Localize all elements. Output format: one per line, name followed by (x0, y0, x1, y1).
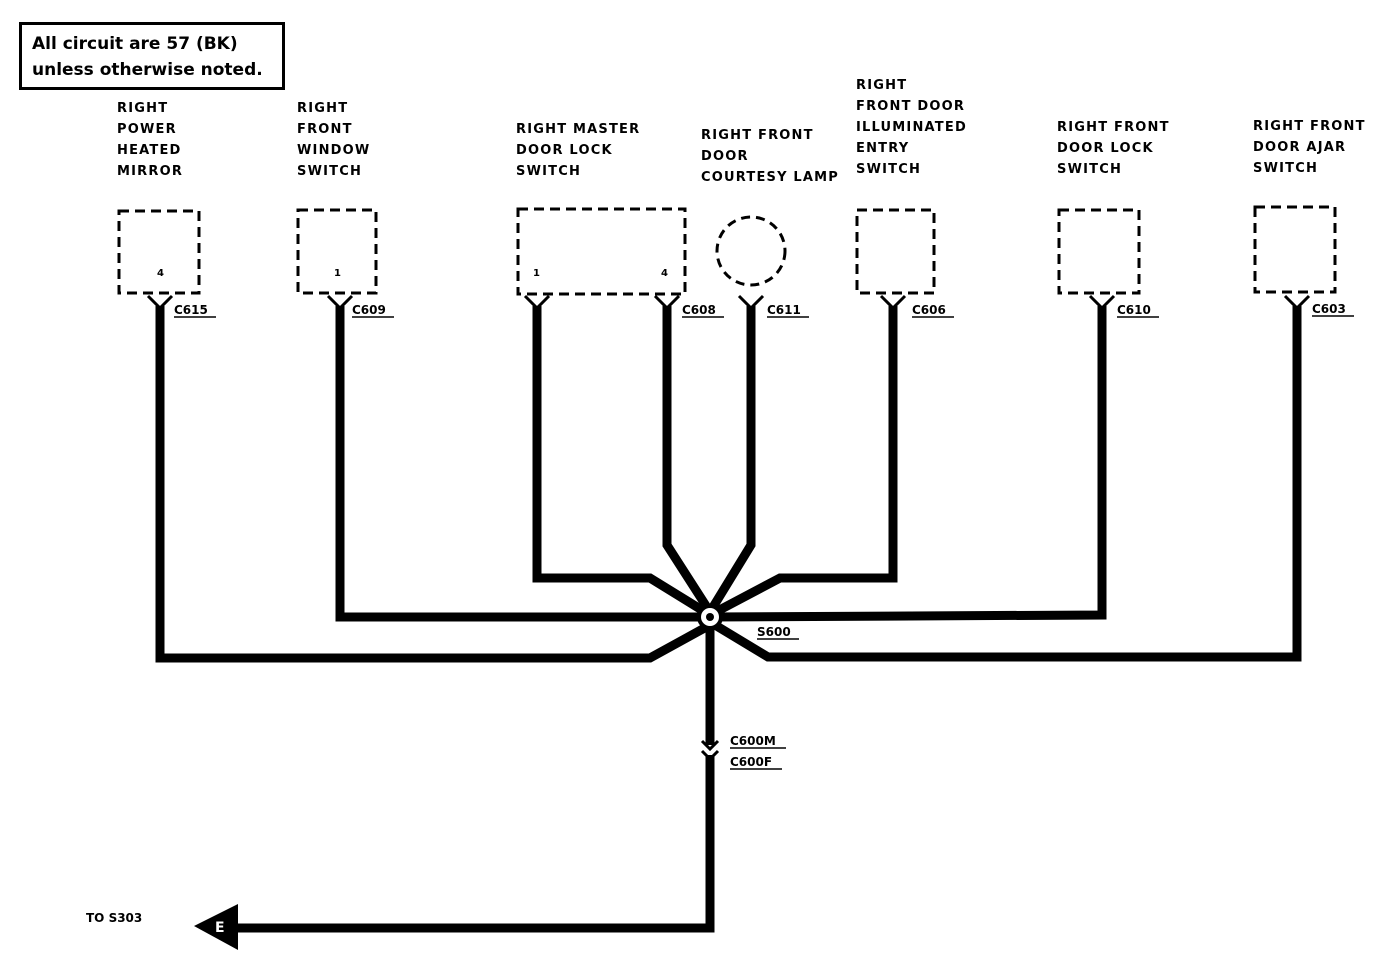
note-line-1: All circuit are 57 (BK) (32, 34, 238, 54)
connector-label-c606: C606 (912, 303, 946, 317)
wire-c609 (335, 306, 710, 622)
circuit-note-box: All circuit are 57 (BK) unless otherwise… (19, 22, 285, 90)
connector-label-c610: C610 (1117, 303, 1151, 317)
ground-arrow-icon (194, 904, 238, 950)
inline-connector-label-female: C600F (730, 755, 772, 769)
connector-c610-symbol (1088, 294, 1116, 311)
courtesy-lamp-icon (715, 215, 787, 287)
wire-c603 (707, 306, 1302, 662)
connector-label-c615: C615 (174, 303, 208, 317)
wire-c608-pin4 (662, 306, 714, 615)
connector-c609-symbol (326, 294, 354, 311)
wire-c611 (706, 306, 756, 615)
connector-c603-symbol (1283, 294, 1311, 311)
label-right-front-door-ajar-switch: RIGHT FRONT DOOR AJAR SWITCH (1253, 119, 1366, 176)
connector-c615-symbol (146, 294, 174, 311)
label-right-front-door-illuminated-entry-switch: RIGHT FRONT DOOR ILLUMINATED ENTRY SWITC… (856, 78, 967, 177)
label-right-front-window-switch: RIGHT FRONT WINDOW SWITCH (297, 101, 371, 179)
connector-c611-symbol (737, 294, 765, 311)
label-right-front-door-lock-switch: RIGHT FRONT DOOR LOCK SWITCH (1057, 120, 1170, 177)
splice-label-s600: S600 (757, 625, 791, 639)
wire-c615 (155, 306, 713, 663)
ground-destination-label: TO S303 (86, 911, 142, 925)
label-right-power-heated-mirror: RIGHT POWER HEATED MIRROR (117, 101, 184, 179)
inline-connector-label-male: C600M (730, 734, 776, 748)
pin-number: 4 (157, 268, 164, 279)
inline-connector-male-symbol (700, 739, 720, 752)
wire-c606 (707, 306, 898, 619)
pin-number: 1 (334, 268, 341, 279)
connector-label-c603: C603 (1312, 302, 1346, 316)
connector-label-c609: C609 (352, 303, 386, 317)
component-box-illuminated-entry (855, 208, 936, 295)
component-box-window-switch (296, 208, 378, 295)
pin-number: 1 (533, 268, 540, 279)
component-box-door-lock (1057, 208, 1141, 295)
note-line-2: unless otherwise noted. (32, 60, 263, 80)
component-box-mirror (117, 209, 201, 295)
connector-c606-symbol (879, 294, 907, 311)
connector-c608-symbol (523, 294, 551, 311)
pin-number: 4 (661, 268, 668, 279)
ground-symbol-letter: E (215, 920, 225, 936)
wire-c600-to-ground (234, 755, 715, 933)
label-right-master-door-lock-switch: RIGHT MASTER DOOR LOCK SWITCH (516, 122, 641, 179)
component-box-door-ajar (1253, 205, 1337, 294)
connector-label-c611: C611 (767, 303, 801, 317)
component-box-master-lock (516, 207, 687, 296)
splice-s600-dot (706, 613, 714, 621)
wire-c610 (709, 306, 1107, 622)
wire-c608-pin1 (532, 306, 713, 619)
connector-c608-symbol (653, 294, 681, 311)
connector-label-c608: C608 (682, 303, 716, 317)
inline-connector-female-symbol (700, 749, 720, 762)
label-right-front-door-courtesy-lamp: RIGHT FRONT DOOR COURTESY LAMP (701, 128, 840, 185)
